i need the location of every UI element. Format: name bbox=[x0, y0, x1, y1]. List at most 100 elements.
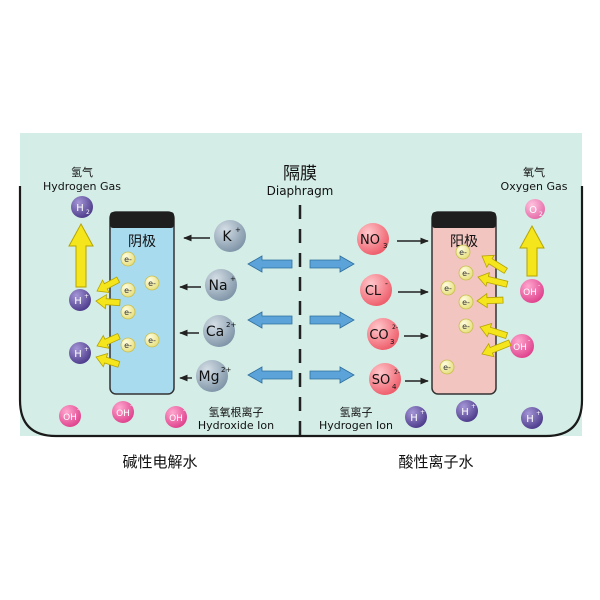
svg-text:3: 3 bbox=[390, 338, 394, 346]
anode-oh-ion-upper: OH - bbox=[520, 279, 544, 303]
svg-text:OH: OH bbox=[63, 413, 77, 423]
electron: e- bbox=[120, 282, 136, 298]
svg-text:NO: NO bbox=[360, 233, 380, 248]
svg-text:+: + bbox=[84, 346, 89, 353]
svg-text:+: + bbox=[84, 293, 89, 300]
svg-text:CL: CL bbox=[365, 284, 382, 299]
electron: e- bbox=[440, 280, 456, 296]
svg-text:-: - bbox=[528, 337, 530, 344]
svg-text:-: - bbox=[385, 279, 388, 288]
diaphragm-title-zh: 隔膜 bbox=[283, 164, 317, 184]
electron: e- bbox=[144, 332, 160, 348]
cation-ca: Ca 2+ bbox=[203, 315, 236, 347]
electron: e- bbox=[120, 337, 136, 353]
diaphragm-title-en: Diaphragm bbox=[267, 184, 334, 198]
oxygen-rise-arrow bbox=[519, 224, 545, 277]
cation-mg: Mg 2+ bbox=[196, 360, 231, 392]
svg-text:e-: e- bbox=[444, 284, 452, 293]
electron: e- bbox=[120, 304, 136, 320]
bottom-h-ion: H + bbox=[456, 400, 478, 422]
svg-text:2: 2 bbox=[86, 209, 90, 216]
anion-so4: SO 4 2- bbox=[369, 363, 401, 395]
svg-text:-: - bbox=[130, 402, 132, 409]
svg-text:OH: OH bbox=[523, 288, 537, 298]
electron: e- bbox=[458, 318, 474, 334]
o2-gas-molecule: O 2 bbox=[525, 199, 545, 219]
electron: e- bbox=[439, 359, 455, 375]
svg-text:Na: Na bbox=[208, 278, 227, 294]
container-left-top bbox=[0, 176, 20, 236]
anode-electrons: e- e- e- e- e- e- bbox=[439, 244, 474, 375]
bottom-h-ion: H + bbox=[521, 407, 543, 429]
electron: e- bbox=[458, 265, 474, 281]
svg-text:e-: e- bbox=[124, 255, 132, 264]
cathode-label: 阴极 bbox=[128, 234, 156, 250]
svg-text:+: + bbox=[471, 403, 476, 410]
anode-yellow-arrows bbox=[476, 254, 512, 358]
cation-na: Na + bbox=[205, 269, 237, 301]
svg-text:+: + bbox=[420, 409, 425, 416]
anion-co3: CO 3 2- bbox=[367, 318, 399, 350]
svg-text:K: K bbox=[222, 229, 232, 245]
cathode-h-ion-upper: H + bbox=[69, 289, 91, 311]
svg-text:SO: SO bbox=[372, 373, 390, 388]
svg-text:2-: 2- bbox=[394, 369, 400, 376]
cation-k: K + bbox=[214, 220, 246, 252]
svg-text:e-: e- bbox=[124, 341, 132, 350]
svg-text:OH: OH bbox=[116, 409, 130, 419]
hydrogen-rise-arrow bbox=[68, 222, 94, 288]
svg-text:e-: e- bbox=[443, 363, 451, 372]
anion-arrows bbox=[397, 237, 429, 385]
alkaline-water-label: 碱性电解水 bbox=[122, 453, 197, 471]
svg-text:e-: e- bbox=[462, 298, 470, 307]
oxygen-gas-label-en: Oxygen Gas bbox=[501, 180, 568, 193]
oxygen-gas-label-zh: 氧气 bbox=[523, 165, 545, 179]
svg-text:H: H bbox=[526, 414, 534, 425]
svg-text:Mg: Mg bbox=[199, 369, 220, 385]
anode-label: 阳极 bbox=[450, 234, 478, 250]
bottom-oh-ion: OH - bbox=[165, 406, 187, 428]
svg-text:H: H bbox=[76, 203, 84, 214]
bottom-oh-ion: OH - bbox=[59, 405, 81, 427]
svg-text:Ca: Ca bbox=[206, 324, 224, 340]
svg-text:2+: 2+ bbox=[226, 321, 236, 329]
ion-exchange-arrows bbox=[247, 255, 355, 384]
svg-text:-: - bbox=[183, 407, 185, 414]
svg-text:e-: e- bbox=[462, 269, 470, 278]
acidic-water-label: 酸性离子水 bbox=[398, 453, 473, 471]
cathode-h-ion-lower: H + bbox=[69, 342, 91, 364]
svg-text:2-: 2- bbox=[392, 324, 398, 331]
container-right-top bbox=[582, 176, 600, 236]
svg-text:H: H bbox=[74, 349, 82, 360]
electron: e- bbox=[458, 294, 474, 310]
hydrogen-ion-label-en: Hydrogen Ion bbox=[319, 419, 393, 432]
svg-text:OH: OH bbox=[169, 414, 183, 424]
hydrogen-gas-label-en: Hydrogen Gas bbox=[43, 180, 121, 193]
svg-text:e-: e- bbox=[459, 248, 467, 257]
electron: e- bbox=[144, 275, 160, 291]
cation-arrows bbox=[179, 234, 210, 382]
svg-text:+: + bbox=[536, 410, 541, 417]
svg-text:+: + bbox=[230, 275, 236, 283]
svg-text:O: O bbox=[529, 205, 537, 216]
h2-gas-molecule: H 2 bbox=[71, 196, 93, 218]
svg-text:e-: e- bbox=[124, 308, 132, 317]
svg-text:CO: CO bbox=[369, 328, 388, 343]
svg-text:H: H bbox=[461, 407, 469, 418]
svg-text:H: H bbox=[74, 296, 82, 307]
anion-cl: CL - bbox=[360, 274, 392, 306]
bottom-oh-ion: OH - bbox=[112, 401, 134, 423]
svg-text:e-: e- bbox=[124, 286, 132, 295]
anode-oh-ion-lower: OH - bbox=[510, 334, 534, 358]
svg-text:e-: e- bbox=[148, 279, 156, 288]
svg-text:e-: e- bbox=[462, 322, 470, 331]
container-outline bbox=[18, 186, 584, 438]
svg-text:+: + bbox=[235, 226, 241, 234]
svg-text:-: - bbox=[538, 282, 540, 289]
svg-text:4: 4 bbox=[392, 383, 397, 391]
electron: e- bbox=[120, 251, 136, 267]
svg-text:2: 2 bbox=[539, 211, 543, 218]
svg-text:3: 3 bbox=[383, 242, 387, 250]
hydrogen-gas-label-zh: 氢气 bbox=[71, 165, 93, 179]
